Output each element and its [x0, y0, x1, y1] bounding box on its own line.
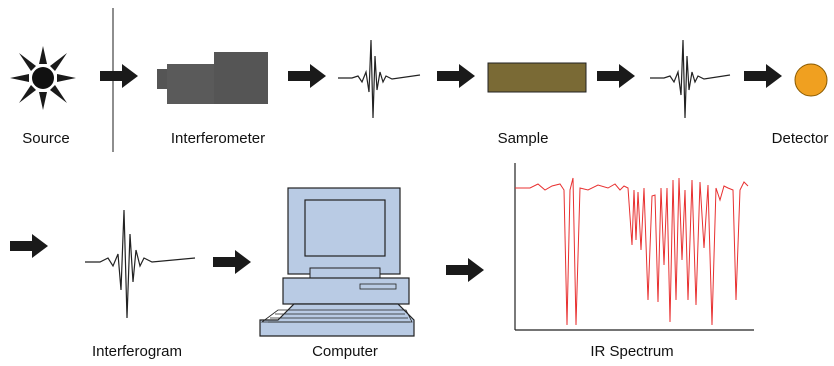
interferogram-wave-top-1 — [338, 39, 421, 119]
source-label: Source — [22, 130, 70, 147]
interferogram-label: Interferogram — [91, 343, 183, 360]
arrow-to-sample — [437, 64, 475, 88]
arrow-computer-to-spectrum — [446, 258, 484, 282]
interferometer-icon — [157, 52, 268, 104]
interferogram-wave-bottom — [85, 209, 196, 319]
spectrum-trace — [515, 177, 749, 326]
ir-spectrum-plot — [514, 163, 754, 331]
computer-icon — [259, 187, 415, 337]
ir-spectrum-label: IR Spectrum — [590, 343, 674, 360]
arrow-interferometer-to-interferogram — [288, 64, 326, 88]
interferometer-label: Interferometer — [170, 130, 266, 147]
arrow-sample-to-signal — [597, 64, 635, 88]
detector-icon — [794, 63, 828, 97]
computer-label: Computer — [312, 343, 378, 360]
arrow-to-detector — [744, 64, 782, 88]
sample-label: Sample — [497, 130, 549, 147]
arrow-interferogram-to-computer — [213, 250, 251, 274]
arrow-source-to-interferometer — [100, 64, 138, 88]
source-starburst-icon — [10, 46, 76, 110]
sample-block-icon — [487, 62, 587, 93]
interferogram-wave-top-2 — [650, 39, 731, 119]
arrow-to-interferogram — [10, 234, 48, 258]
detector-label: Detector — [771, 130, 829, 147]
